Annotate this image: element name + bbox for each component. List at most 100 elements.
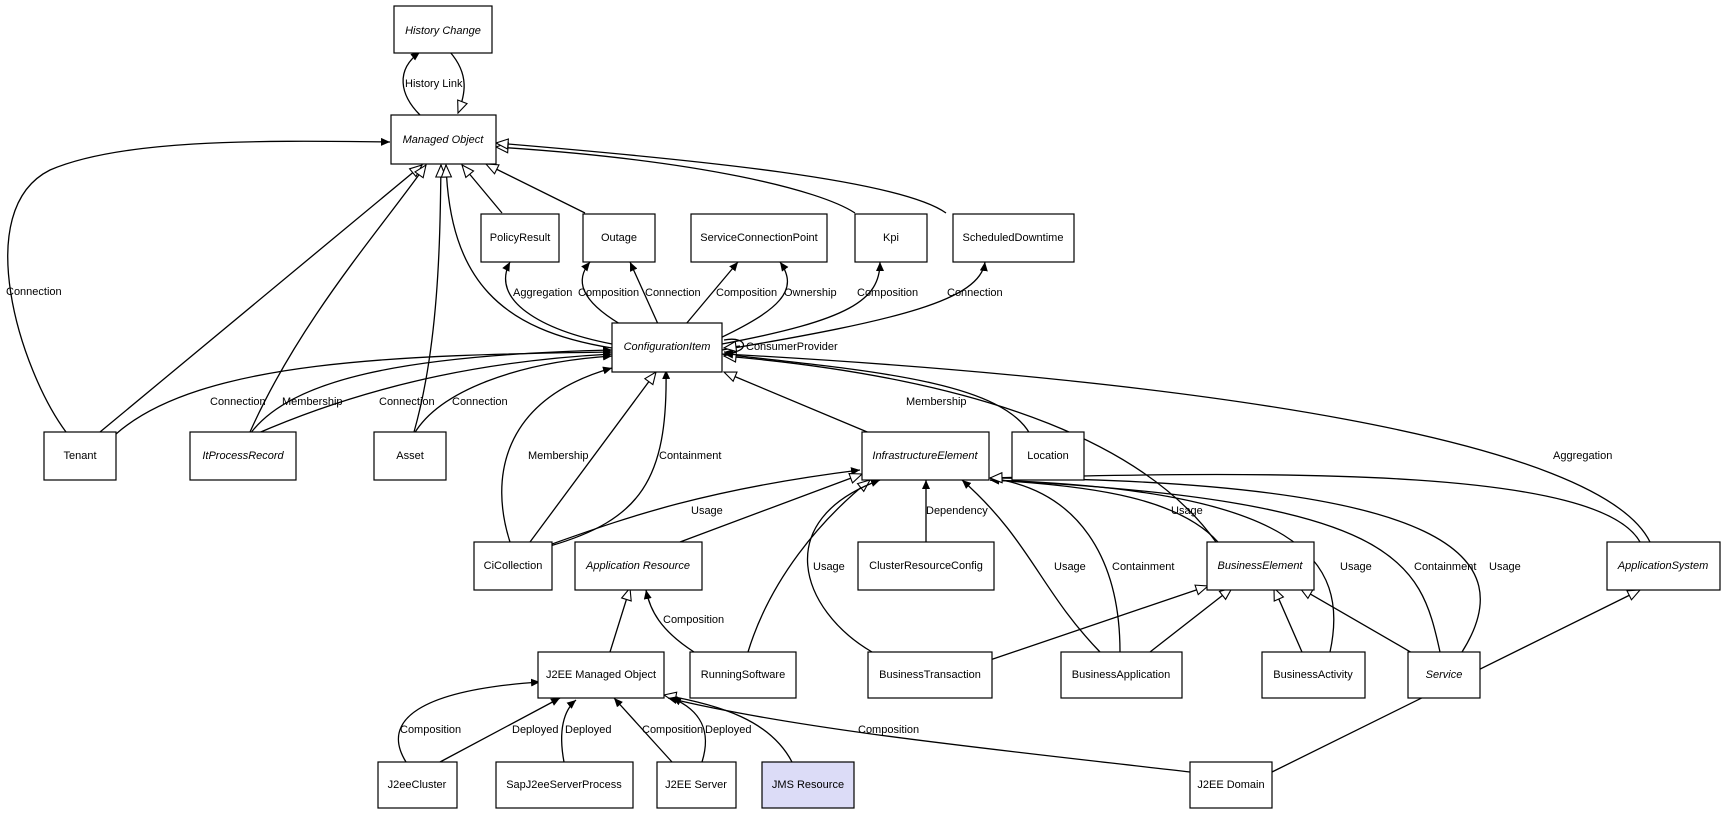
edge-label-ci-outage-connection: Connection — [645, 287, 701, 299]
edge-appsys-ci-aggregation — [723, 350, 1651, 543]
edge-asset-mo-inherit — [413, 165, 441, 433]
node-scheduled-downtime[interactable]: ScheduledDowntime — [952, 213, 1075, 263]
node-label-asset: Asset — [396, 450, 424, 462]
node-label-j2ee-domain: J2EE Domain — [1197, 779, 1264, 791]
node-service-connection-point[interactable]: ServiceConnectionPoint — [690, 213, 828, 263]
edge-label-bt-ie-usage: Usage — [813, 561, 845, 573]
edge-appsys-ie-inherit — [990, 475, 1641, 543]
edge-label-ci-sd-connection: Connection — [947, 287, 1003, 299]
edge-ci-scp-composition — [685, 261, 739, 325]
node-application-system[interactable]: ApplicationSystem — [1606, 541, 1721, 591]
edge-ci-policy-aggregation — [502, 261, 613, 345]
edge-label-ba-ie-containment: Containment — [1112, 561, 1174, 573]
node-business-transaction[interactable]: BusinessTransaction — [867, 651, 993, 699]
node-label-it-process-record: ItProcessRecord — [202, 450, 284, 462]
node-label-kpi: Kpi — [883, 232, 899, 244]
edge-label-be-ie-usage: Usage — [1171, 505, 1203, 517]
edge-label-tenant-ci-connection: Connection — [210, 396, 266, 408]
node-label-business-application: BusinessApplication — [1072, 669, 1170, 681]
edge-j2ee-ar-inherit — [609, 588, 630, 653]
node-outage[interactable]: Outage — [582, 213, 656, 263]
edge-ba-be-inherit — [1149, 588, 1232, 653]
node-running-software[interactable]: RunningSoftware — [689, 651, 797, 699]
edge-label-server-composition: Composition — [642, 724, 703, 736]
node-label-j2ee-cluster: J2eeCluster — [388, 779, 447, 791]
edge-ar-ie-inherit — [679, 474, 862, 543]
edge-ci-scp-ownership — [715, 261, 789, 341]
node-j2ee-cluster[interactable]: J2eeCluster — [377, 761, 458, 809]
edge-label-rs-ar-composition: Composition — [663, 614, 724, 626]
edge-ci-sd-connection — [721, 261, 988, 351]
node-label-configuration-item: ConfigurationItem — [624, 341, 711, 353]
edge-itpr-ci-membership — [249, 346, 613, 435]
node-label-tenant: Tenant — [63, 450, 96, 462]
edge-itpr-ci-connection — [255, 350, 613, 435]
edge-server-deployed — [671, 697, 707, 763]
edge-label-domain-composition: Composition — [858, 724, 919, 736]
edge-history-link-down — [449, 51, 464, 113]
edge-label-cicoll-containment: Containment — [659, 450, 721, 462]
edge-cluster-composition — [397, 678, 541, 763]
node-infrastructure-element[interactable]: InfrastructureElement — [861, 431, 990, 481]
edge-policy-mo-inherit — [462, 165, 503, 214]
edge-svc-ie-usage — [989, 474, 1481, 653]
edge-sap-deployed — [561, 699, 577, 763]
node-asset[interactable]: Asset — [373, 431, 447, 481]
edge-tenant-mo-inherit — [99, 165, 422, 433]
node-label-policy-result: PolicyResult — [490, 232, 551, 244]
node-label-service-connection-point: ServiceConnectionPoint — [700, 232, 817, 244]
node-policy-result[interactable]: PolicyResult — [480, 213, 560, 263]
edge-label-history-link: History Link — [405, 78, 463, 90]
node-label-jms-resource: JMS Resource — [772, 779, 844, 791]
node-business-application[interactable]: BusinessApplication — [1060, 651, 1183, 699]
edge-consumer-provider-loop-2 — [724, 346, 741, 348]
node-label-cluster-resource-config: ClusterResourceConfig — [869, 560, 983, 572]
edge-label-svc-ie-usage: Usage — [1489, 561, 1521, 573]
edge-rs-ar-composition — [643, 589, 695, 653]
nodes: History Change Managed Object PolicyResu… — [43, 5, 1721, 809]
node-sap-j2ee-server-process[interactable]: SapJ2eeServerProcess — [495, 761, 634, 809]
node-label-infrastructure-element: InfrastructureElement — [872, 450, 978, 462]
edge-label-bact-ie-usage: Usage — [1340, 561, 1372, 573]
edge-bt-ie-usage — [807, 479, 881, 653]
edge-outage-mo-inherit — [486, 164, 586, 214]
edge-label-cluster-deployed: Deployed — [512, 724, 558, 736]
node-label-application-resource: Application Resource — [585, 560, 690, 572]
edges — [7, 51, 1651, 773]
node-application-resource[interactable]: Application Resource — [574, 541, 703, 591]
edge-svc-ie-containment — [989, 476, 1441, 653]
node-label-application-system: ApplicationSystem — [1617, 560, 1709, 572]
node-managed-object[interactable]: Managed Object — [390, 114, 497, 165]
node-kpi[interactable]: Kpi — [854, 213, 928, 263]
node-service[interactable]: Service — [1407, 651, 1481, 699]
node-history-change[interactable]: History Change — [393, 5, 493, 54]
edge-label-itpr-ci-connection: Connection — [379, 396, 435, 408]
node-j2ee-domain[interactable]: J2EE Domain — [1189, 761, 1273, 809]
node-ci-collection[interactable]: CiCollection — [473, 541, 553, 591]
node-jms-resource[interactable]: JMS Resource — [761, 761, 855, 809]
node-it-process-record[interactable]: ItProcessRecord — [189, 431, 297, 481]
node-label-outage: Outage — [601, 232, 637, 244]
edge-bt-be-inherit — [989, 586, 1208, 661]
edge-label-location-ci-membership: Membership — [906, 396, 967, 408]
node-business-element[interactable]: BusinessElement — [1206, 541, 1315, 591]
edge-location-ci-membership — [721, 351, 1031, 435]
node-tenant[interactable]: Tenant — [43, 431, 117, 481]
node-business-activity[interactable]: BusinessActivity — [1261, 651, 1366, 699]
node-label-business-element: BusinessElement — [1218, 560, 1304, 572]
node-location[interactable]: Location — [1011, 431, 1085, 481]
edge-label-itpr-ci-membership: Membership — [282, 396, 343, 408]
edge-rs-ie-inherit — [747, 480, 870, 653]
edge-history-link-up — [402, 51, 421, 116]
node-cluster-resource-config[interactable]: ClusterResourceConfig — [857, 541, 995, 591]
edge-ci-outage-connection — [629, 261, 659, 325]
edge-tenant-ci-connection — [115, 348, 613, 435]
edge-ie-ci-inherit — [724, 371, 873, 435]
node-j2ee-server[interactable]: J2EE Server — [656, 761, 737, 809]
node-j2ee-managed-object[interactable]: J2EE Managed Object — [537, 651, 665, 699]
edge-label-asset-ci-connection: Connection — [452, 396, 508, 408]
node-configuration-item[interactable]: ConfigurationItem — [611, 322, 723, 373]
edge-label-svc-ie-containment: Containment — [1414, 561, 1476, 573]
edge-label-ci-scp-composition: Composition — [716, 287, 777, 299]
edge-label-crc-ie-dependency: Dependency — [926, 505, 988, 517]
